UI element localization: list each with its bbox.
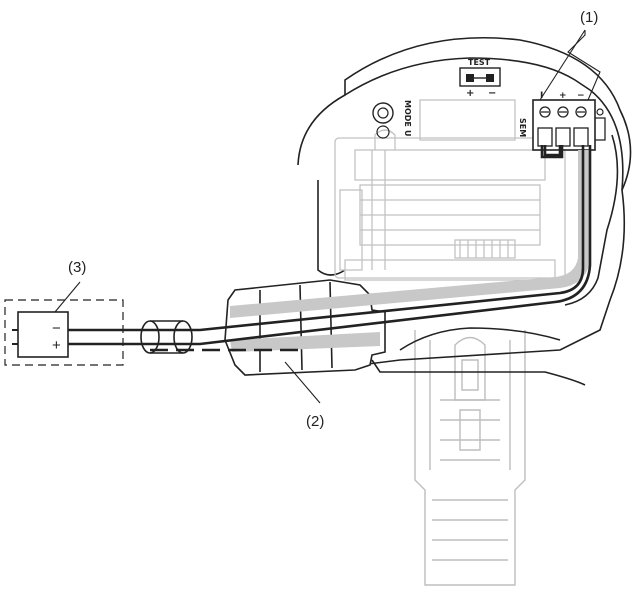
test-socket <box>459 67 501 87</box>
test-plus-label: + <box>466 88 474 99</box>
terminal-block <box>532 99 606 151</box>
conductors <box>50 145 592 346</box>
terminal-mark-2: + <box>559 91 567 101</box>
callout-2: (2) <box>306 413 324 430</box>
terminal-mark-1: I <box>540 91 543 101</box>
cable-sheath-lower <box>230 332 380 352</box>
electronics-module <box>334 99 566 281</box>
callout-1: (1) <box>580 9 598 26</box>
cable-gland <box>224 279 386 376</box>
transmitter-neck <box>414 330 526 586</box>
cable-shield-rings <box>140 320 193 354</box>
callout-3: (3) <box>68 259 86 276</box>
test-label: TEST <box>468 58 491 67</box>
terminal-mark-3: − <box>577 91 585 101</box>
u-label: U <box>403 130 412 137</box>
sem-label: SEM <box>518 118 527 137</box>
power-supply <box>4 299 124 366</box>
housing-shell <box>297 36 632 386</box>
mode-button <box>372 102 394 139</box>
mode-label: MODE <box>403 100 412 127</box>
test-minus-label: − <box>488 88 496 99</box>
supply-plus-label: + <box>52 337 61 354</box>
leader-lines <box>54 29 601 404</box>
supply-minus-label: − <box>52 320 61 337</box>
